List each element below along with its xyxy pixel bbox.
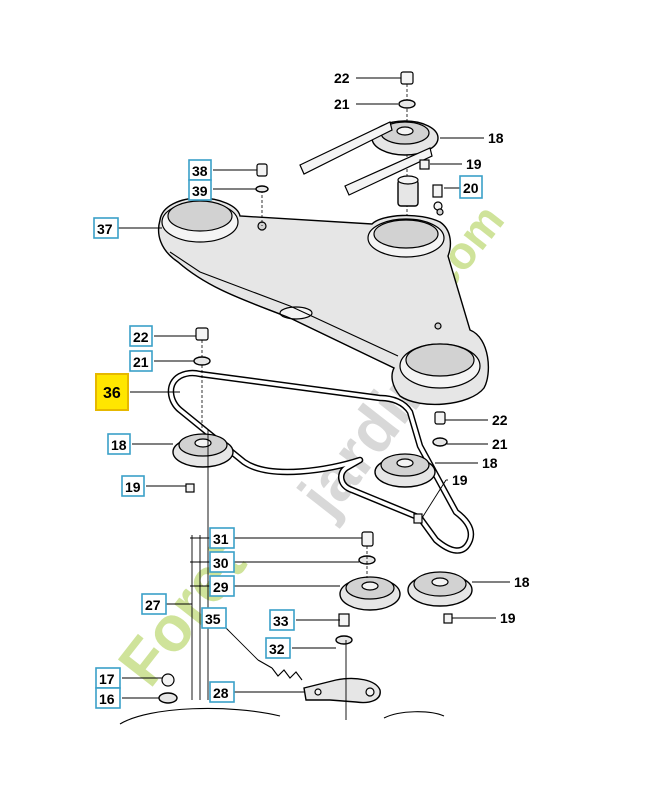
left-pulley-stack [172, 327, 234, 493]
label-39-text: 39 [192, 183, 208, 199]
label-27[interactable]: 27 [141, 593, 167, 615]
washer-21-top [398, 99, 416, 109]
label-18-right: 18 [482, 455, 498, 471]
part-labels: 22 21 18 19 20 38 39 37 22 21 [93, 70, 530, 709]
label-32-text: 32 [269, 641, 285, 657]
bolt-38-washer-39 [255, 163, 269, 193]
label-30-text: 30 [213, 555, 229, 571]
label-18-left[interactable]: 18 [107, 433, 131, 455]
label-22-left[interactable]: 22 [129, 325, 153, 347]
label-18-top: 18 [488, 130, 504, 146]
deck-arc-left [119, 707, 281, 725]
lower-center-stack [335, 531, 401, 645]
label-38[interactable]: 38 [188, 159, 212, 181]
label-36-highlighted[interactable]: 36 [95, 373, 129, 411]
right-mid-pulley-stack [374, 411, 448, 524]
label-38-text: 38 [192, 163, 208, 179]
label-19-left[interactable]: 19 [121, 475, 145, 497]
tensioner-arm [257, 659, 381, 704]
label-19-right: 19 [452, 472, 468, 488]
belt-segment-top [299, 121, 393, 175]
label-21-right: 21 [492, 436, 508, 452]
key-19-top [419, 159, 430, 170]
main-bracket-37 [157, 190, 490, 406]
label-17-text: 17 [99, 671, 115, 687]
label-39[interactable]: 39 [188, 179, 212, 201]
label-16[interactable]: 16 [95, 687, 121, 709]
label-21-left-text: 21 [133, 354, 149, 370]
key-19-left [185, 483, 195, 493]
label-35-text: 35 [205, 611, 221, 627]
label-33[interactable]: 33 [269, 609, 295, 631]
label-21-left[interactable]: 21 [129, 350, 153, 372]
label-22-top: 22 [334, 70, 350, 86]
leader-lines [118, 77, 510, 699]
label-20[interactable]: 20 [459, 175, 483, 199]
label-28[interactable]: 28 [209, 681, 235, 703]
washer-21-left [193, 356, 211, 366]
watermark-text-foret: Foret [104, 528, 259, 698]
label-31[interactable]: 31 [209, 527, 235, 549]
label-35[interactable]: 35 [201, 607, 227, 629]
label-19-top: 19 [466, 156, 482, 172]
label-18-left-text: 18 [111, 437, 127, 453]
label-37-text: 37 [97, 221, 113, 237]
label-37[interactable]: 37 [93, 217, 119, 239]
label-19-lower: 19 [500, 610, 516, 626]
label-21-top: 21 [334, 96, 350, 112]
label-22-right: 22 [492, 412, 508, 428]
label-20-text: 20 [463, 180, 479, 196]
label-17[interactable]: 17 [95, 667, 121, 689]
bolt-22-left [195, 327, 209, 341]
label-28-text: 28 [213, 685, 229, 701]
label-22-left-text: 22 [133, 329, 149, 345]
label-18-lower: 18 [514, 574, 530, 590]
v-belt-36 [167, 369, 475, 554]
bolt-17-washer-16 [158, 673, 178, 704]
label-29-text: 29 [213, 579, 229, 595]
label-19-left-text: 19 [125, 479, 141, 495]
label-32[interactable]: 32 [265, 637, 291, 659]
bolt-20 [432, 184, 443, 198]
lower-right-pulley [407, 571, 473, 624]
top-pulley-stack [299, 71, 443, 230]
bolt-22-top [400, 71, 414, 85]
label-30[interactable]: 30 [209, 551, 235, 573]
label-16-text: 16 [99, 691, 115, 707]
label-27-text: 27 [145, 597, 161, 613]
key-19-mid [413, 513, 423, 524]
label-31-text: 31 [213, 531, 229, 547]
deck-arc-right [383, 711, 445, 719]
label-29[interactable]: 29 [209, 575, 235, 597]
label-33-text: 33 [273, 613, 289, 629]
label-36-text: 36 [103, 385, 121, 402]
